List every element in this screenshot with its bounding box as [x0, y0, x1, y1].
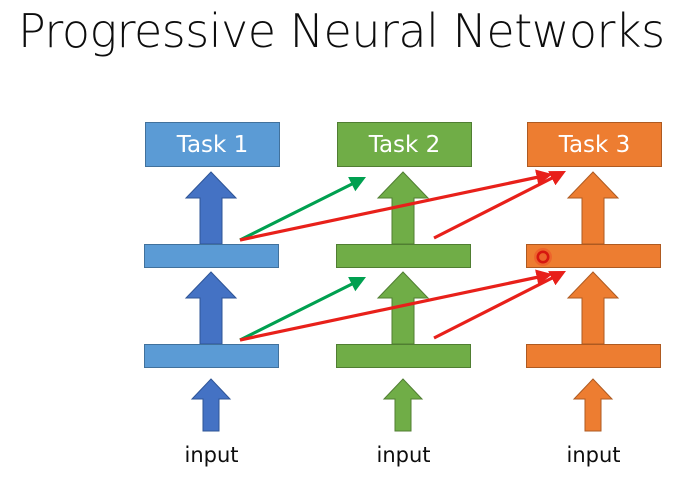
task-box-task-2[interactable]: Task 2 — [337, 122, 472, 167]
input-label-task-3: input — [566, 443, 621, 467]
layer-bar-task-3-layer-1[interactable] — [526, 344, 661, 368]
lateral-arrow-green-lower — [239, 276, 367, 342]
layer-bar-task-2-layer-1[interactable] — [336, 344, 471, 368]
task-box-task-3[interactable]: Task 3 — [527, 122, 662, 167]
up-arrow-task-3-layer1-to-layer2 — [566, 271, 620, 345]
up-arrow-task-1-layer1-to-layer2 — [184, 271, 238, 345]
layer-bar-task-2-layer-2[interactable] — [336, 244, 471, 268]
input-label-task-2: input — [376, 443, 431, 467]
up-arrow-task-2-layer2-to-output — [376, 171, 430, 245]
red-circle-marker — [532, 246, 554, 273]
up-arrow-task-3-layer2-to-output — [566, 171, 620, 245]
task-box-label: Task 2 — [368, 131, 441, 158]
lateral-arrow-red-upper-task2-to-task3 — [433, 170, 566, 240]
up-arrow-task-3-input-to-layer1 — [572, 378, 614, 432]
page-title: Progressive Neural Networks — [18, 4, 665, 58]
task-box-label: Task 1 — [176, 131, 249, 158]
up-arrow-task-1-layer2-to-output — [184, 171, 238, 245]
task-box-label: Task 3 — [558, 131, 631, 158]
up-arrow-task-2-input-to-layer1 — [382, 378, 424, 432]
input-label-task-1: input — [184, 443, 239, 467]
up-arrow-task-2-layer1-to-layer2 — [376, 271, 430, 345]
lateral-arrow-green-upper — [239, 176, 367, 242]
up-arrow-task-1-input-to-layer1 — [190, 378, 232, 432]
task-box-task-1[interactable]: Task 1 — [145, 122, 280, 167]
lateral-arrow-red-lower-task2-to-task3 — [433, 270, 566, 340]
layer-bar-task-1-layer-2[interactable] — [144, 244, 279, 268]
layer-bar-task-1-layer-1[interactable] — [144, 344, 279, 368]
